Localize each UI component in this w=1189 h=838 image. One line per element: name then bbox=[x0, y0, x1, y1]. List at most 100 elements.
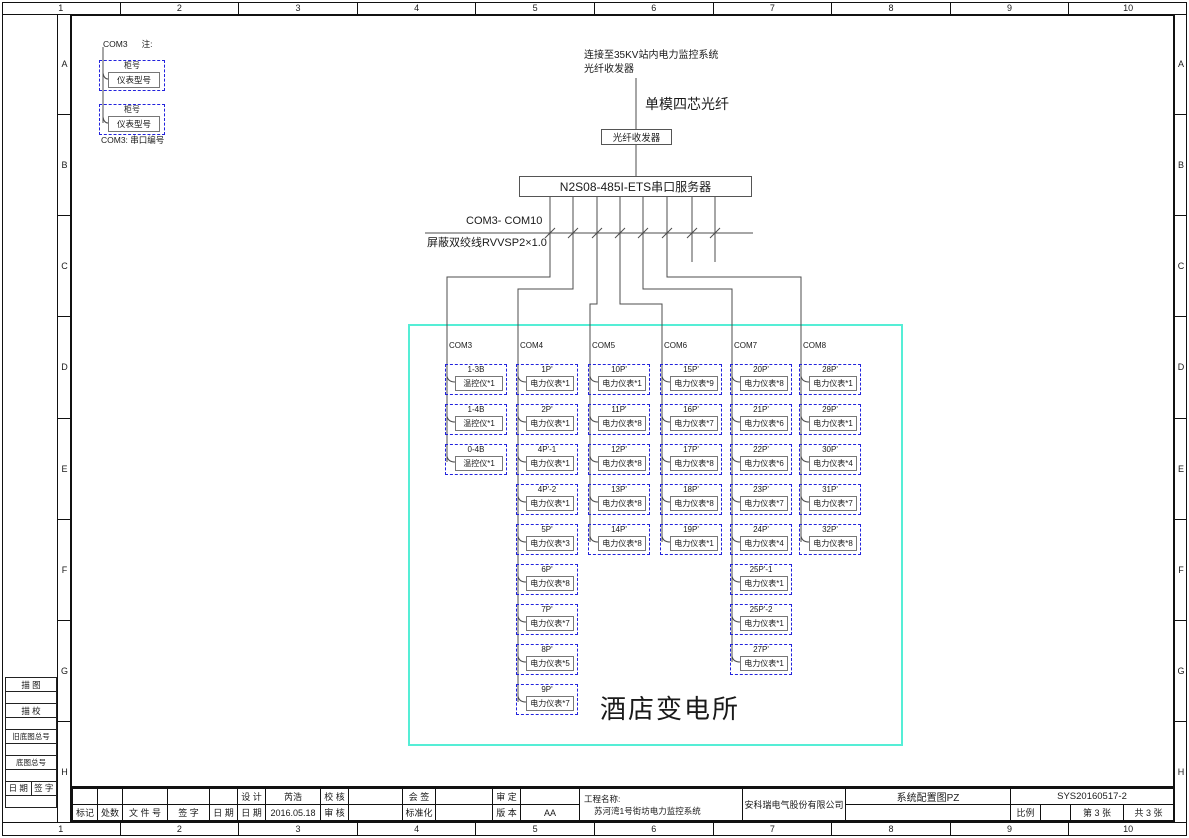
tb-cell bbox=[209, 788, 237, 804]
meter-label: 电力仪表*6 bbox=[740, 416, 788, 431]
remote-system-line2: 光纤收发器 bbox=[584, 64, 634, 75]
cabinet-label: 22P' bbox=[753, 445, 769, 454]
wire bbox=[589, 197, 598, 542]
device-box: 8P'电力仪表*5 bbox=[516, 644, 578, 675]
fiber-type-label: 单模四芯光纤 bbox=[645, 96, 729, 112]
grid-ref-row: F bbox=[1175, 520, 1187, 621]
grid-ref-col: 3 bbox=[239, 823, 358, 836]
wire bbox=[446, 415, 456, 423]
tb-cell bbox=[845, 804, 1010, 820]
tb-design-label: 设 计 bbox=[237, 788, 265, 804]
wire bbox=[731, 495, 741, 503]
grid-ref-col: 5 bbox=[476, 2, 595, 14]
substation-zone-outline bbox=[408, 324, 903, 746]
wire bbox=[446, 197, 551, 462]
wire bbox=[614, 227, 626, 239]
cabinet-label: 25P'-2 bbox=[749, 605, 773, 614]
wire bbox=[731, 535, 741, 543]
wire bbox=[731, 575, 741, 583]
grid-ref-row: E bbox=[1175, 419, 1187, 520]
grid-ref-col: 10 bbox=[1123, 3, 1134, 13]
tb-cell bbox=[435, 788, 492, 804]
meter-label: 电力仪表*3 bbox=[526, 536, 574, 551]
tb-cell bbox=[348, 804, 402, 820]
tb-version-value: AA bbox=[520, 804, 579, 820]
tb-design-date-label: 日 期 bbox=[237, 804, 265, 820]
meter-label: 电力仪表*8 bbox=[526, 576, 574, 591]
meter-label: 温控仪*1 bbox=[455, 376, 503, 391]
cabinet-label: 20P' bbox=[753, 365, 769, 374]
tb-cell bbox=[520, 788, 579, 804]
wire bbox=[517, 455, 527, 463]
wire bbox=[589, 495, 599, 503]
cabinet-label: 2P' bbox=[541, 405, 553, 414]
meter-label: 电力仪表*1 bbox=[526, 416, 574, 431]
com-port-label: COM3 bbox=[449, 341, 473, 350]
archive-row-date-sign: 日 期 签 字 bbox=[5, 781, 57, 796]
cabinet-label: 29P' bbox=[822, 405, 838, 414]
device-box: 20P'电力仪表*8 bbox=[730, 364, 792, 395]
meter-label: 电力仪表*8 bbox=[670, 496, 718, 511]
device-box: 10P'电力仪表*1 bbox=[588, 364, 650, 395]
com-port-label: COM5 bbox=[592, 341, 616, 350]
tb-sign-label: 签 字 bbox=[167, 804, 209, 820]
archive-row-base-no: 底图总号 bbox=[5, 755, 57, 770]
wire bbox=[686, 227, 698, 239]
meter-label: 电力仪表*8 bbox=[670, 456, 718, 471]
archive-block: 描 图 描 校 旧底图总号 底图总号 日 期 签 字 bbox=[5, 677, 57, 808]
wire bbox=[661, 535, 671, 543]
wire bbox=[446, 455, 456, 463]
wire bbox=[661, 495, 671, 503]
legend-caption: COM3: 串口编号 bbox=[101, 135, 165, 145]
wire bbox=[731, 375, 741, 383]
meter-label: 电力仪表*8 bbox=[598, 536, 646, 551]
device-box: 22P'电力仪表*6 bbox=[730, 444, 792, 475]
wire bbox=[661, 455, 671, 463]
device-box: 30P'电力仪表*4 bbox=[799, 444, 861, 475]
substation-name: 酒店变电所 bbox=[600, 694, 741, 724]
meter-label: 电力仪表*1 bbox=[740, 576, 788, 591]
com-port-label: COM8 bbox=[803, 341, 827, 350]
tb-project-cell: 工程名称: 苏河湾1号街坊电力监控系统 bbox=[579, 788, 742, 820]
tb-sheet-total: 共 3 张 bbox=[1123, 804, 1173, 820]
tb-fileno-label: 文 件 号 bbox=[122, 804, 167, 820]
legend-cabinet-label: 柜号 bbox=[124, 105, 140, 114]
meter-label: 电力仪表*1 bbox=[526, 376, 574, 391]
cabinet-label: 4P'-1 bbox=[537, 445, 557, 454]
device-box: 28P'电力仪表*1 bbox=[799, 364, 861, 395]
cabinet-label: 9P' bbox=[541, 685, 553, 694]
tb-version-label: 版 本 bbox=[492, 804, 520, 820]
meter-label: 电力仪表*1 bbox=[526, 496, 574, 511]
archive-sign-label: 签 字 bbox=[30, 782, 57, 795]
wire bbox=[731, 455, 741, 463]
wire bbox=[731, 415, 741, 423]
title-block: 标记 处数 文 件 号 签 字 日 期 设 计 日 期 芮浩 2016.05.1… bbox=[70, 786, 1175, 822]
cabinet-label: 1P' bbox=[541, 365, 553, 374]
device-box: 12P'电力仪表*8 bbox=[588, 444, 650, 475]
device-box: 9P'电力仪表*7 bbox=[516, 684, 578, 715]
device-box: 31P'电力仪表*7 bbox=[799, 484, 861, 515]
device-box: 1P' 电力仪表*1 bbox=[516, 364, 578, 395]
tb-cell bbox=[435, 804, 492, 820]
cabinet-label: 4P'-2 bbox=[537, 485, 557, 494]
device-box: 27P'电力仪表*1 bbox=[730, 644, 792, 675]
tb-count-label: 处数 bbox=[97, 804, 122, 820]
grid-ref-col: 7 bbox=[714, 2, 833, 14]
device-box: 6P'电力仪表*8 bbox=[516, 564, 578, 595]
device-box: 17P'电力仪表*8 bbox=[660, 444, 722, 475]
archive-row-tracing: 描 图 bbox=[5, 677, 57, 692]
device-box: 25P'-2 电力仪表*1 bbox=[730, 604, 792, 635]
meter-label: 电力仪表*8 bbox=[598, 456, 646, 471]
device-box: 5P'电力仪表*3 bbox=[516, 524, 578, 555]
grid-ref-row: F bbox=[58, 520, 71, 621]
meter-label: 电力仪表*1 bbox=[740, 616, 788, 631]
archive-date-label: 日 期 bbox=[8, 783, 28, 793]
wire bbox=[661, 415, 671, 423]
wire bbox=[800, 455, 810, 463]
grid-ref-col: 2 bbox=[121, 823, 240, 836]
wire bbox=[517, 615, 527, 623]
wire bbox=[642, 197, 733, 662]
legend-device-box: 柜号 仪表型号 bbox=[99, 104, 165, 135]
